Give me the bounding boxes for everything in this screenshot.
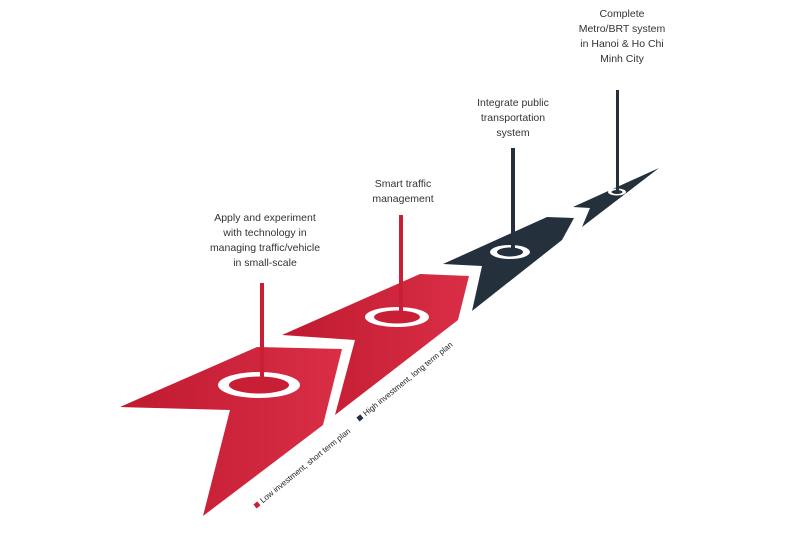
label-line: Apply and experiment [214, 212, 316, 224]
label-line: with technology in [223, 227, 307, 239]
step-2-label: Smart traffic management [323, 177, 483, 207]
step-2-marker [365, 215, 429, 327]
label-line: in small-scale [233, 257, 297, 269]
label-line: Minh City [600, 53, 644, 65]
label-line: in Hanoi & Ho Chi [580, 38, 664, 50]
label-line: Complete [599, 8, 645, 20]
step-4-label: Complete Metro/BRT system in Hanoi & Ho … [542, 7, 702, 67]
label-line: Integrate public [477, 97, 549, 109]
label-line: system [496, 127, 530, 139]
label-line: Metro/BRT system [578, 23, 666, 35]
label-line: transportation [480, 112, 546, 124]
label-line: management [372, 193, 434, 205]
step-3-label: Integrate public transportation system [433, 96, 593, 141]
step-3-arrow [443, 217, 574, 311]
step-1-marker [218, 283, 300, 398]
step-4-arrow [573, 168, 659, 227]
step-3-marker [490, 148, 530, 259]
label-line: managing traffic/vehicle [209, 242, 321, 254]
step-1-arrow [120, 347, 342, 516]
label-line: Smart traffic [374, 178, 432, 190]
step-1-label: Apply and experiment with technology in … [185, 211, 345, 271]
step-4-marker [608, 90, 626, 196]
step-2-arrow [282, 274, 469, 415]
